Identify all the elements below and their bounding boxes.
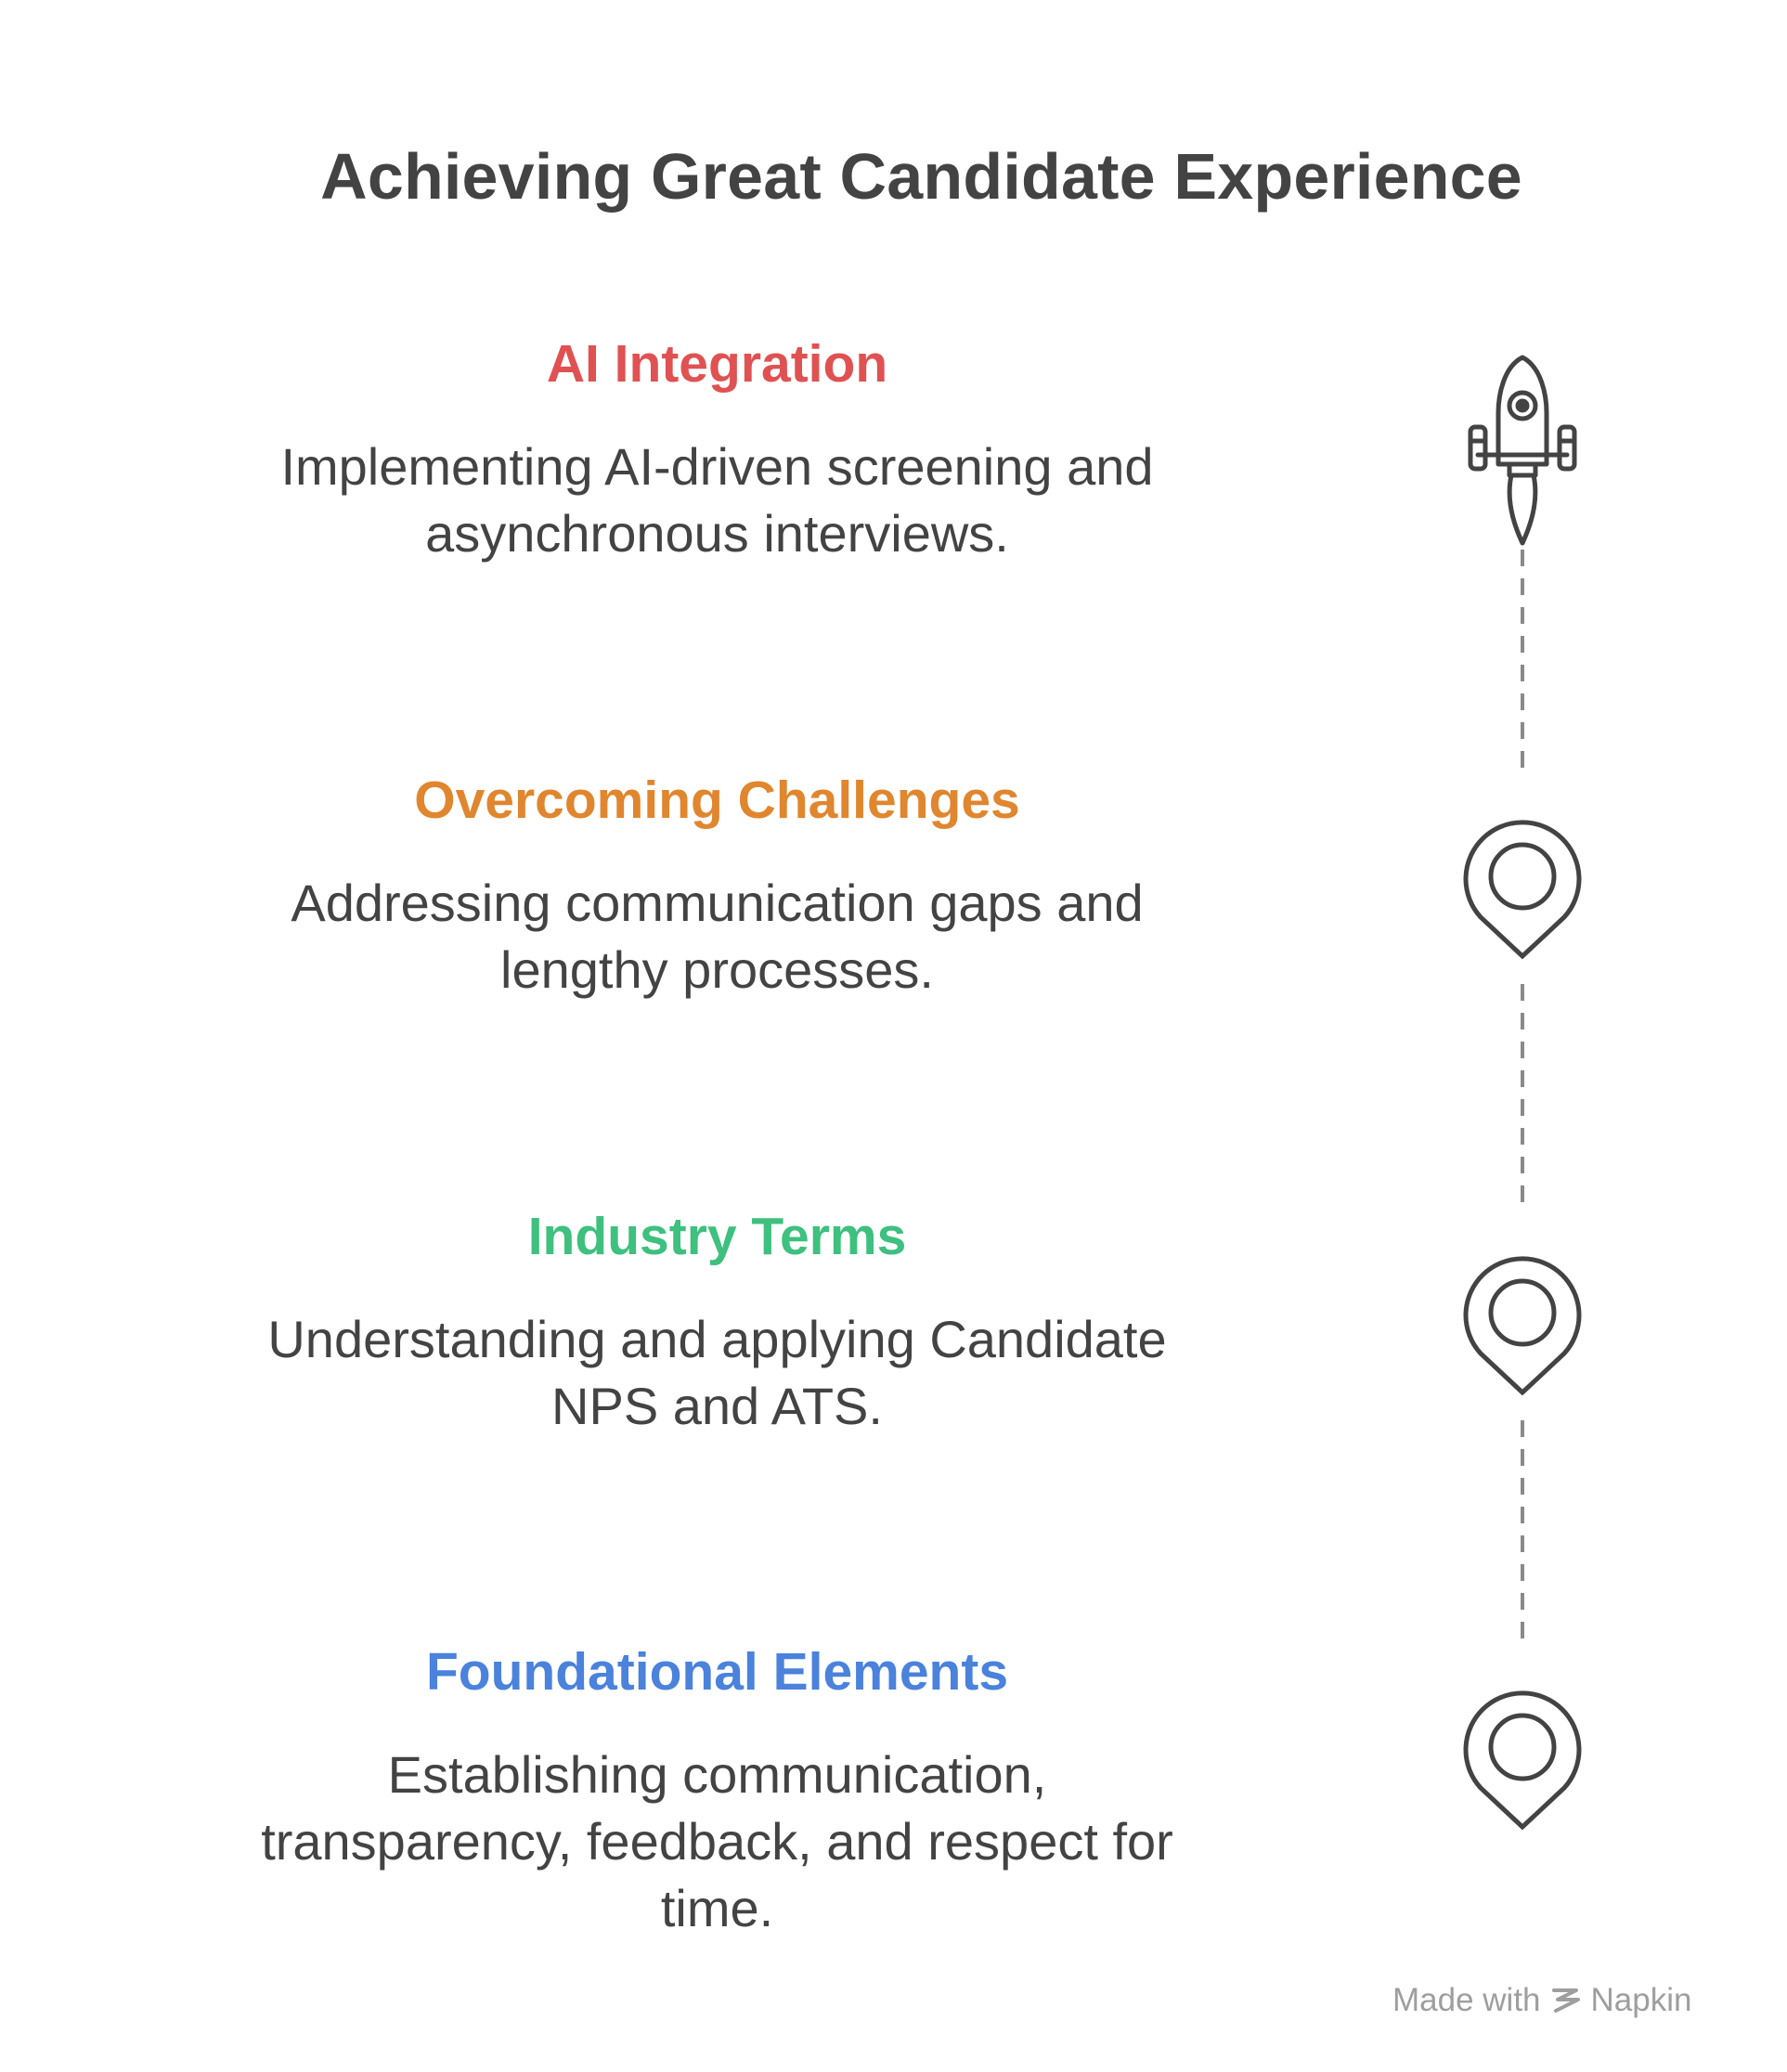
made-with-label: Made with bbox=[1392, 1982, 1541, 2018]
location-pin-icon bbox=[1463, 820, 1582, 960]
location-pin-icon bbox=[1463, 1256, 1582, 1396]
step-heading: Overcoming Challenges bbox=[414, 771, 1020, 830]
step-ai-integration: AI Integration Implementing AI-driven sc… bbox=[214, 331, 1221, 567]
rocket-icon bbox=[1468, 355, 1577, 546]
step-heading: Foundational Elements bbox=[425, 1642, 1009, 1702]
page-title: Achieving Great Candidate Experience bbox=[320, 140, 1522, 213]
step-heading: AI Integration bbox=[546, 334, 888, 394]
napkin-logo-icon bbox=[1551, 1988, 1580, 2013]
footer-attribution[interactable]: Made with Napkin bbox=[1392, 1973, 1745, 2028]
location-pin-icon bbox=[1463, 1690, 1582, 1831]
step-description: Addressing communication gaps and length… bbox=[291, 874, 1144, 999]
step-description: Understanding and applying Candidate NPS… bbox=[267, 1310, 1167, 1435]
step-industry-terms: Industry Terms Understanding and applyin… bbox=[214, 1204, 1221, 1440]
step-description: Establishing communication, transparency… bbox=[261, 1745, 1173, 1937]
brand-label: Napkin bbox=[1590, 1982, 1692, 2018]
step-foundational-elements: Foundational Elements Establishing commu… bbox=[214, 1639, 1221, 1942]
step-overcoming-challenges: Overcoming Challenges Addressing communi… bbox=[214, 768, 1221, 1004]
step-description: Implementing AI-driven screening and asy… bbox=[280, 437, 1154, 563]
step-heading: Industry Terms bbox=[527, 1207, 907, 1266]
